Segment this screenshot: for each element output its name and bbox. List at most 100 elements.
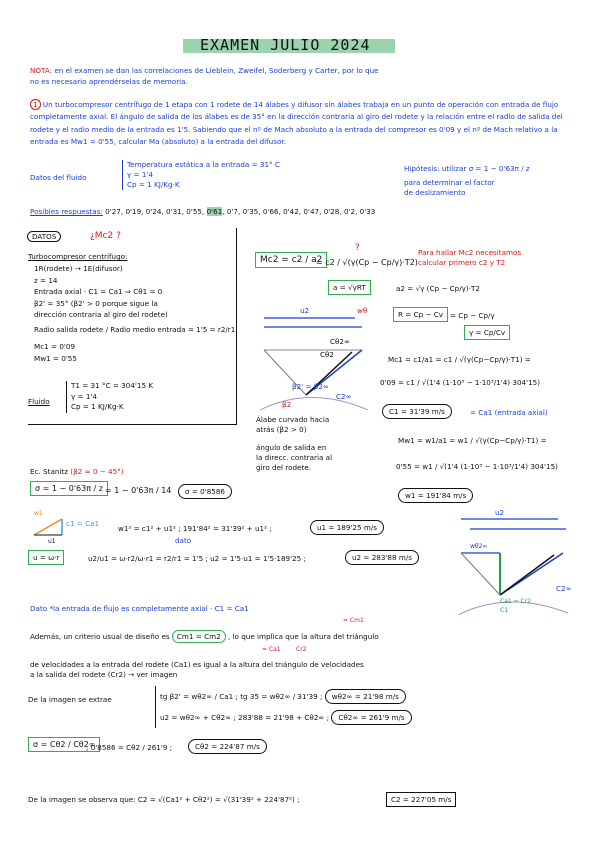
c1-label: c1 = Ca1 [66, 519, 100, 528]
wth2inf-result: wθ2∞ = 21'98 m/s [324, 689, 406, 704]
answer-option: 0'24 [145, 207, 162, 216]
possible-answers: Posibles respuestas: 0'27, 0'19, 0'24, 0… [30, 207, 375, 216]
note-line-1: NOTA: en el examen se dan las correlacio… [30, 66, 379, 75]
beta-label: β2 [282, 400, 292, 409]
datos-list: 1R(rodete) → 1E(difusor) z = 14 Entrada … [34, 263, 235, 364]
criterion-b: , lo que implica que la altura del trián… [227, 632, 379, 641]
fluid-t1: T1 = 31 °C = 304'15 K [71, 381, 154, 390]
cth2inf-result: Cθ2∞ = 261'9 m/s [331, 710, 412, 725]
caption-line: giro del rodete. [256, 463, 312, 472]
sigma-equation: ; 0'8586 = Cθ2 / 261'9 ; [86, 743, 173, 752]
answer-option: 0'2 [343, 207, 356, 216]
datos-item: 1R(rodete) → 1E(difusor) [34, 264, 123, 273]
c1-note: = Ca1 (entrada axial) [470, 408, 548, 417]
pythagoras: w1² = c1² + u1² ; 191'84² = 31'39² + u1²… [118, 524, 272, 533]
explanation-line-2: de velocidades a la entrada del rodete (… [30, 660, 364, 669]
datos-item: z = 14 [34, 275, 58, 285]
fluid-label: Fluido [28, 397, 50, 406]
problem-text: Un turbocompresor centrífugo de 1 etapa … [30, 100, 563, 147]
problem-statement: 1 Un turbocompresor centrífugo de 1 etap… [30, 99, 570, 149]
sigma-result: σ = 0'8586 [178, 484, 232, 499]
answer-option: 0'61 [206, 207, 223, 216]
u-formula-box: u = ω·r [28, 550, 65, 565]
hypothesis-formula: utilizar σ = 1 − 0'63π / z [441, 164, 530, 173]
fluid-temp: Temperatura estática a la entrada = 31° … [127, 160, 280, 169]
gamma-formula-box: γ = Cp/Cv [464, 325, 511, 340]
u2-ratio: u2/u1 = ω·r2/ω·r1 = r2/r1 = 1'5 ; u2 = 1… [88, 554, 306, 563]
answer-option: 0'31 [166, 207, 182, 216]
answer-option: 0'27 [105, 207, 121, 216]
rotor-arc [458, 601, 569, 615]
c2-arrow [499, 554, 555, 596]
extract-label: De la imagen se extrae [28, 695, 112, 704]
w2-line [263, 349, 307, 396]
fluid-gamma: γ = 1'4 [127, 170, 153, 179]
velocity-triangle-diagram [260, 317, 369, 410]
fluid-data-list: Temperatura estática a la entrada = 31° … [122, 160, 280, 190]
w1-vector [33, 518, 63, 536]
extract-eq-1: tg β2' = wθ2∞ / Ca1 ; tg 35 = wθ2∞ / 31'… [160, 692, 323, 701]
datos-item: Entrada axial · C1 = Ca1 ⇒ Cθ1 = 0 [34, 287, 163, 296]
answer-option: 0'7 [226, 207, 238, 216]
rotor-arc [260, 397, 369, 410]
mw1-formula: Mw1 = w1/a1 = w1 / √(γ(Cp−Cp/γ)·T1) = [398, 436, 547, 445]
answer-option: 0'28 [323, 207, 340, 216]
w2-line [460, 552, 501, 596]
answer-option: 0'35 [242, 207, 259, 216]
u2-label-2: u2 [495, 508, 505, 517]
extract-list: tg β2' = wθ2∞ / Ca1 ; tg 35 = wθ2∞ / 31'… [155, 686, 412, 728]
cth2inf-label: Cθ2∞ [330, 337, 350, 346]
beta-prime-label: β2' = β2∞ [292, 382, 329, 391]
w1-label: w1 [34, 510, 43, 517]
mc1-numeric: 0'09 = c1 / √(1'4 (1·10³ − 1·10³/1'4) 30… [380, 378, 541, 387]
fluid-cp: Cp = 1 KJ/Kg·K [127, 180, 180, 189]
answer-option: 0'33 [359, 207, 376, 216]
c1-label-2: C1 [500, 607, 509, 614]
stanitz-text: Ec. Stanitz [30, 467, 68, 476]
cth2-result: Cθ2 = 224'87 m/s [188, 739, 267, 754]
datos-item: Radio salida rodete / Radio medio entrad… [34, 324, 236, 334]
mc2-expansion: = c2 / √(γ(Cp − Cp/γ)·T2) [316, 258, 418, 267]
stanitz-label: Ec. Stanitz (β2 ≈ 0 − 45°) [30, 467, 124, 476]
ca1-cr2-label: Ca1 = Cr2 [500, 598, 531, 605]
u1-label: u1 [48, 538, 56, 545]
answers-list: 0'27, 0'19, 0'24, 0'31, 0'55, 0'61, 0'7,… [105, 207, 376, 216]
c2-arrow [305, 351, 353, 396]
note-line-2: no es necesario aprendérselas de memoria… [30, 77, 188, 86]
wth2inf-label: wθ2∞ [470, 543, 488, 550]
cm1-note: = Cm1 [343, 617, 364, 624]
note-text: en el examen se dan las correlaciones de… [54, 66, 379, 75]
page-title: EXAMEN JULIO 2024 [200, 36, 371, 54]
hypothesis-line-3: de deslizamiento [404, 188, 466, 197]
hypothesis: Hipótesis: utilizar σ = 1 − 0'63π / z [404, 164, 530, 173]
sigma-formula-box: σ = Cθ2 / Cθ2∞ [28, 737, 101, 752]
velocity-triangle-diagram-2 [458, 518, 569, 615]
answer-option: 0'19 [125, 207, 142, 216]
extract-eq-2: u2 = wθ2∞ + Cθ2∞ ; 283'88 = 21'98 + Cθ2∞… [160, 713, 330, 722]
under-ca1: = Ca1 [262, 646, 281, 653]
datos-item: Mc1 = 0'09 [34, 342, 76, 351]
datos-item: Mw1 = 0'55 [34, 353, 77, 363]
datos-item: dirección contraria al giro del rodete) [34, 310, 168, 319]
answers-label: Posibles respuestas: [30, 207, 103, 216]
answer-option: 0'42 [283, 207, 299, 216]
answer-option: 0'47 [303, 207, 320, 216]
answer-option: 0'55 [186, 207, 202, 216]
dato-axial-line: Dato *la entrada de flujo es completamen… [30, 604, 249, 613]
criterion-a: Además, un criterio usual de diseño es [30, 632, 170, 641]
question-mark: ? [355, 243, 360, 253]
c1-result: C1 = 31'39 m/s [382, 404, 452, 419]
datos-question: ¿Mc2 ? [90, 231, 121, 241]
hypothesis-line-2: para determinar el factor [404, 178, 495, 187]
final-equation: De la imagen se observa que: C2 = √(Ca1²… [28, 795, 300, 804]
caption-line: atrás (β2 > 0) [256, 425, 307, 434]
diagram-caption: Álabe curvado hacia atrás (β2 > 0) ángul… [256, 415, 332, 473]
datos-label: DATOS [27, 231, 62, 242]
a2-formula: a2 = √γ (Cp − Cp/γ)·T2 [396, 284, 480, 293]
u2-result: u2 = 283'88 m/s [345, 550, 420, 565]
mw1-numeric: 0'55 = w1 / √(1'4 (1·10³ − 1·10³/1'4) 30… [396, 462, 558, 471]
r-formula: = Cp − Cp/γ [450, 311, 495, 320]
datos-panel [28, 228, 237, 425]
criterion-box: Cm1 = Cm2 [171, 630, 226, 643]
